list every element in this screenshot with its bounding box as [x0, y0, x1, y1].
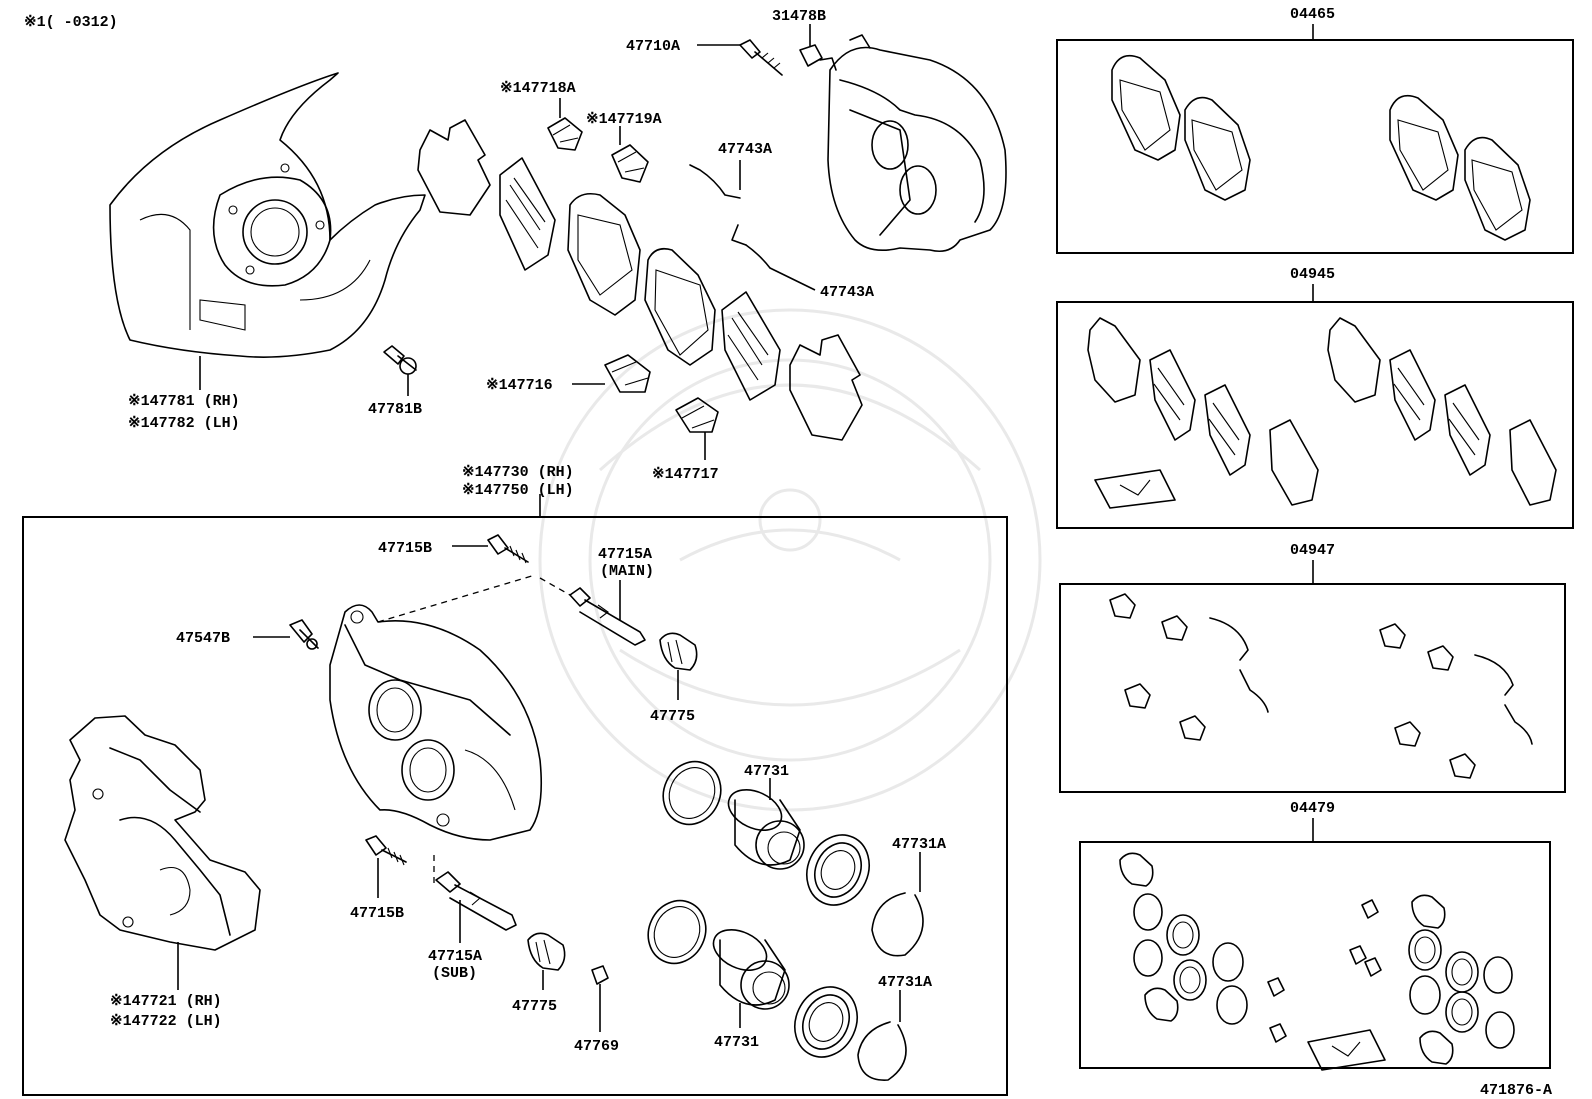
label-47721-rh: ※147721 (RH)	[110, 993, 222, 1010]
label-47781-rh: ※147781 (RH)	[128, 393, 240, 410]
piston-boot-lower	[794, 986, 858, 1058]
slide-pin-main	[569, 587, 646, 646]
kit-04947-clips-springs	[1109, 593, 1533, 779]
slide-pin-sub	[435, 871, 517, 931]
anti-squeal-shim-outer	[721, 291, 781, 401]
label-47782-lh: ※147782 (LH)	[128, 415, 240, 432]
kit-04465-code: 04465	[1290, 6, 1335, 23]
kit-04945-shims	[1087, 317, 1557, 509]
brake-pad-inner	[567, 192, 641, 316]
disc-brake-dust-cover	[109, 72, 426, 358]
piston-seal-lower	[647, 899, 707, 965]
piston-upper	[727, 789, 805, 870]
label-47715A-sub: 47715A	[428, 948, 482, 965]
label-47775-bottom: 47775	[512, 998, 557, 1015]
kit-04479-box	[1079, 841, 1551, 1069]
label-47715A-sub-note: (SUB)	[432, 965, 477, 982]
cylinder-boot-upper	[659, 632, 698, 671]
kit-04945-code: 04945	[1290, 266, 1335, 283]
pad-support-plate-47717	[675, 397, 719, 433]
bolt-47715B-upper	[487, 534, 529, 564]
anti-squeal-shim-left	[417, 119, 491, 216]
label-47781B: 47781B	[368, 401, 422, 418]
label-47731A-bottom: 47731A	[878, 974, 932, 991]
bleeder-cap-47769	[591, 965, 609, 985]
watermark-emblem	[538, 308, 1042, 812]
label-47775-top: 47775	[650, 708, 695, 725]
label-47715A-main: 47715A	[598, 546, 652, 563]
label-47715B-bottom: 47715B	[350, 905, 404, 922]
anti-squeal-shim-inner	[499, 157, 556, 271]
snap-ring-upper	[871, 892, 924, 957]
kit-04479-seals	[1119, 852, 1515, 1071]
caliper-torque-plate	[64, 715, 261, 951]
label-47719A: ※147719A	[586, 111, 662, 128]
label-47731A-top: 47731A	[892, 836, 946, 853]
label-47750-lh: ※147750 (LH)	[462, 482, 574, 499]
bleeder-plug-47547B	[289, 619, 319, 650]
label-47730-rh: ※147730 (RH)	[462, 464, 574, 481]
label-47715A-main-note: (MAIN)	[600, 563, 654, 580]
label-47722-lh: ※147722 (LH)	[110, 1013, 222, 1030]
label-47769: 47769	[574, 1038, 619, 1055]
pad-support-plate-47718A	[547, 117, 583, 151]
label-47718A: ※147718A	[500, 80, 576, 97]
kit-04945-box	[1056, 301, 1574, 529]
cylinder-boot-lower	[527, 932, 566, 971]
bolt-47781B	[383, 345, 417, 375]
anti-rattle-spring-upper	[689, 164, 771, 269]
kit-04465-box	[1056, 39, 1574, 254]
label-47731-bottom: 47731	[714, 1034, 759, 1051]
label-31478B: 31478B	[772, 8, 826, 25]
bleeder-cap-31478B	[799, 44, 823, 67]
label-47731-top: 47731	[744, 763, 789, 780]
kit-04479-code: 04479	[1290, 800, 1335, 817]
kit-04465-pads	[1111, 54, 1531, 241]
label-47547B: 47547B	[176, 630, 230, 647]
diagram-code: 471876-A	[1480, 1082, 1552, 1099]
label-47716: ※147716	[486, 377, 553, 394]
caliper-assembly-box	[22, 516, 1008, 1096]
label-47743A-top: 47743A	[718, 141, 772, 158]
caliper-assembly-upper	[819, 34, 1007, 253]
applicability-note: ※1( -0312)	[24, 14, 118, 31]
label-47717: ※147717	[652, 466, 719, 483]
label-47710A: 47710A	[626, 38, 680, 55]
bolt-47710A	[739, 39, 783, 76]
brake-pad-outer	[644, 247, 716, 366]
pad-support-plate-47719A	[611, 144, 649, 183]
bolt-47715B-lower	[365, 835, 407, 866]
piston-boot-upper	[806, 834, 870, 906]
piston-seal-upper	[662, 760, 722, 826]
pad-support-plate-47716	[604, 354, 651, 393]
piston-lower	[712, 929, 790, 1010]
label-47743A-bottom: 47743A	[820, 284, 874, 301]
label-47715B-top: 47715B	[378, 540, 432, 557]
snap-ring-lower	[857, 1021, 907, 1081]
anti-squeal-shim-right	[789, 334, 863, 441]
caliper-cylinder-body	[329, 604, 543, 841]
kit-04947-box	[1059, 583, 1566, 793]
kit-04947-code: 04947	[1290, 542, 1335, 559]
